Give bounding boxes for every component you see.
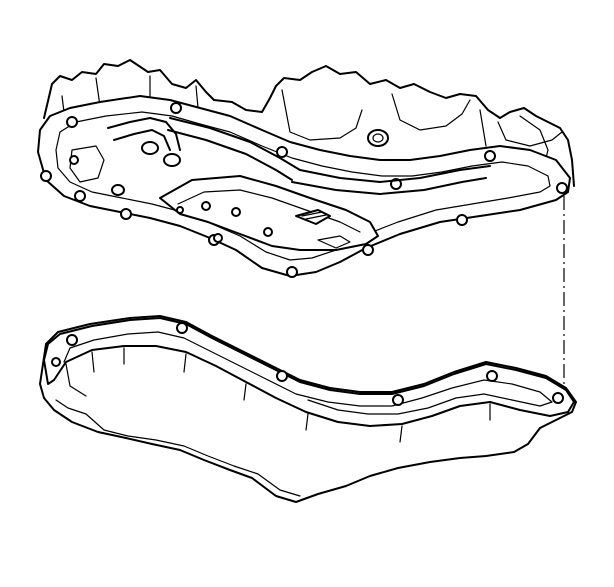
case-bolt-boss-hole (372, 133, 384, 143)
case-contour-2 (281, 89, 363, 141)
pan-bolt-hole (276, 370, 288, 382)
feed-tube-3b (291, 177, 487, 195)
pan-bolt-hole (176, 322, 188, 334)
case-bolt-hole (286, 266, 298, 278)
case-bolt-hole (74, 190, 86, 202)
tube-bracket (69, 145, 105, 183)
valve-body-bolt (201, 201, 211, 211)
pan-bolt-hole (392, 394, 404, 406)
case-flange (37, 95, 571, 278)
pan-flange (43, 317, 575, 427)
filter-screen-ribs (301, 211, 327, 220)
pan-inner-wall (65, 347, 491, 443)
valve-body (69, 117, 491, 251)
tube-fitting (111, 184, 125, 196)
case-contour-4 (497, 121, 563, 147)
tube-fitting (141, 141, 159, 155)
case-flange-outer (37, 95, 571, 277)
case-contour-1 (61, 75, 199, 113)
case-bolt-hole (556, 182, 568, 194)
feed-tube-2b (167, 129, 293, 181)
feed-tube-2 (169, 117, 301, 171)
valve-body-bolt (176, 206, 184, 214)
valve-body-bolt (213, 233, 223, 243)
feed-tube-1 (107, 117, 181, 151)
pan-bolt-hole (51, 357, 61, 367)
valve-body-bolt (263, 227, 273, 237)
pan-bolt-holes (51, 322, 564, 406)
feed-tube-1b (113, 129, 171, 151)
bracket-bolt (69, 155, 79, 165)
case-bolt-hole (484, 150, 496, 162)
valve-body-bolt (231, 207, 241, 217)
tube-fitting (163, 153, 181, 167)
valve-body-edge (177, 189, 361, 233)
pan-bolt-hole (552, 392, 564, 404)
case-bolt-hole (362, 244, 374, 256)
bottom-pan (39, 315, 577, 503)
case-bolt-hole (456, 214, 468, 226)
case-top-outline (43, 59, 575, 187)
case-bolt-hole (120, 208, 132, 220)
case-contour-3 (391, 93, 471, 131)
filter-pickup (317, 235, 351, 249)
case-bolt-holes (40, 102, 568, 278)
case-housing (43, 59, 575, 187)
case-bolt-hole (170, 102, 182, 114)
pan-bottom-contour (55, 399, 301, 497)
case-bolt-hole (40, 170, 52, 182)
case-bolt-boss (367, 129, 389, 147)
valve-body-plate (159, 175, 379, 251)
case-bolt-hole (276, 146, 288, 158)
pan-bolt-hole (486, 370, 498, 382)
feed-tube-3 (299, 165, 491, 183)
case-bolt-hole (66, 116, 78, 128)
pan-inner-rim (63, 331, 553, 415)
pan-bolt-hole (66, 334, 78, 346)
